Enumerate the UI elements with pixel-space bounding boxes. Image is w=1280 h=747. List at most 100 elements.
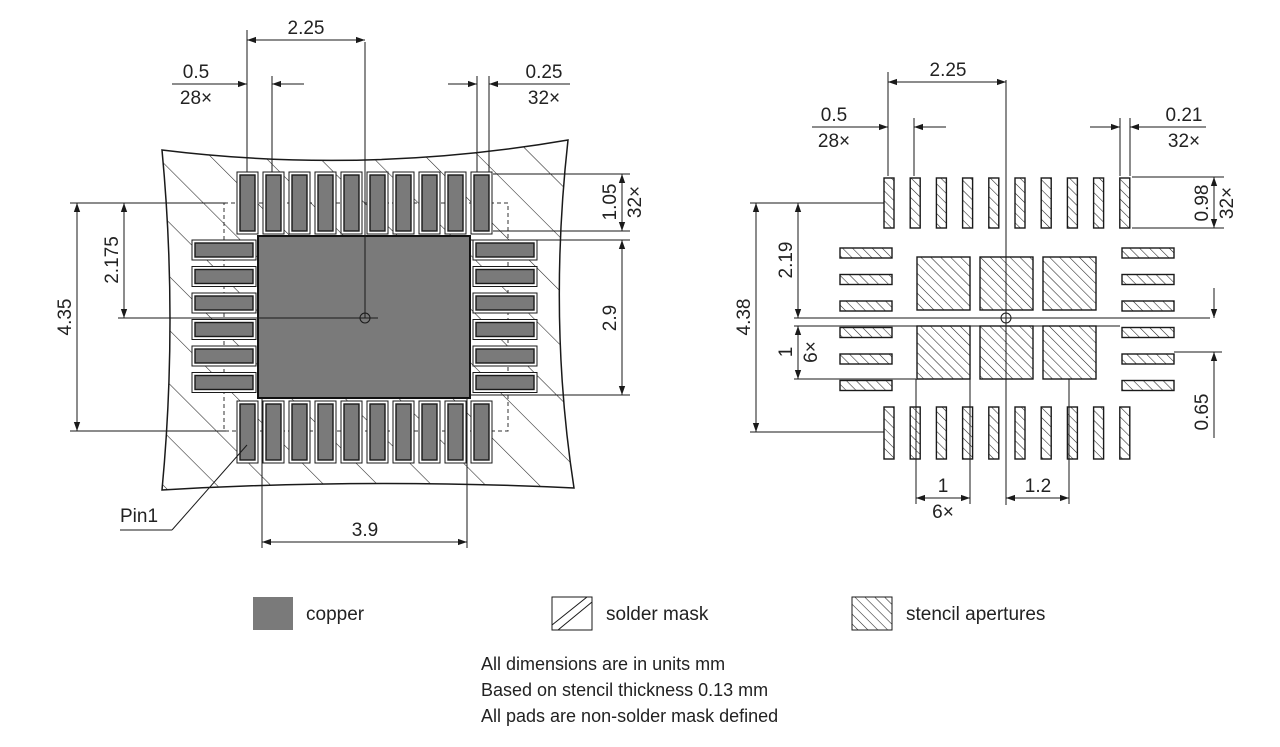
exposed-pad-aperture (916, 325, 971, 380)
dim-left-half-height: 2.175 (102, 236, 123, 284)
pad (343, 403, 360, 461)
pad (475, 348, 535, 364)
exposed-pad (257, 235, 471, 399)
stencil-aperture (839, 300, 893, 312)
exposed-pad-aperture (1042, 325, 1097, 380)
stencil-aperture (1121, 353, 1175, 365)
stencil-aperture (1119, 406, 1131, 460)
center-mark (359, 312, 371, 324)
stencil-aperture (883, 177, 895, 229)
stencil-aperture (988, 406, 1000, 460)
stencil-aperture (1121, 300, 1175, 312)
pad (291, 174, 308, 232)
dim-right-aperture-width-count: 32× (1168, 131, 1200, 152)
stencil-aperture (883, 406, 895, 460)
dim-right-2-25: 2.25 (930, 60, 967, 81)
dim-right-half-height: 2.19 (776, 242, 797, 279)
pad (473, 174, 490, 232)
pad (194, 295, 254, 311)
notes: All dimensions are in units mm Based on … (481, 654, 778, 726)
pad (369, 174, 386, 232)
note-line: Based on stencil thickness 0.13 mm (481, 680, 768, 700)
stencil-aperture (1066, 177, 1079, 229)
dim-right-ep-pitch-h-count: 6× (932, 502, 954, 523)
stencil-aperture (1014, 177, 1026, 229)
stencil-aperture (909, 406, 921, 460)
dim-right-pitch: 0.5 (821, 105, 847, 126)
bottom-aperture-row (883, 406, 1131, 460)
exposed-pad-aperture (916, 256, 971, 311)
stencil-aperture (1040, 177, 1052, 229)
pad (317, 403, 334, 461)
pad (265, 403, 282, 461)
stencil-aperture (839, 247, 893, 259)
left-aperture-column (839, 247, 893, 392)
pad (447, 403, 464, 461)
pad (447, 174, 464, 232)
pad (239, 174, 256, 232)
stencil-aperture (839, 379, 893, 392)
stencil-aperture (1121, 379, 1175, 392)
stencil-aperture (988, 177, 1000, 229)
stencil-aperture (1092, 177, 1105, 229)
pad (475, 321, 535, 338)
stencil-aperture (1121, 273, 1175, 286)
dim-left-pad-length: 1.05 (600, 184, 621, 221)
dim-left-pitch-count: 28× (180, 88, 212, 109)
pad (343, 174, 360, 232)
pad (265, 174, 282, 232)
dim-left-pitch: 0.5 (183, 62, 209, 83)
dim-right-ep-gap: 0.65 (1192, 394, 1213, 431)
pad (369, 403, 386, 461)
top-aperture-row (883, 177, 1131, 229)
dim-right-ep-pitch-h: 1 (938, 476, 949, 497)
dim-right-ep-size: 1.2 (1025, 476, 1051, 497)
dim-right-pitch-count: 28× (818, 131, 850, 152)
stencil-view: 2.25 0.5 28× 0.21 32× 0.98 32× 2.19 4.38… (734, 60, 1238, 523)
pad (194, 268, 254, 285)
dim-left-pad-width-count: 32× (528, 88, 560, 109)
stencil-aperture (839, 273, 893, 286)
stencil-aperture (839, 326, 893, 339)
note-line: All dimensions are in units mm (481, 654, 725, 674)
pad (421, 174, 438, 232)
note-line: All pads are non-solder mask defined (481, 706, 778, 726)
dim-left-pad-height: 2.9 (600, 305, 621, 331)
pad (475, 374, 535, 391)
stencil-aperture (1014, 406, 1026, 460)
pad (317, 174, 334, 232)
pad (475, 295, 535, 311)
stencil-aperture (1119, 177, 1131, 229)
legend-copper-swatch (253, 597, 293, 630)
right-pad-column (472, 239, 538, 393)
right-aperture-column (1121, 247, 1175, 392)
stencil-aperture (1066, 406, 1079, 460)
pad (473, 403, 490, 461)
center-mark-right (1000, 312, 1012, 324)
pad (239, 403, 256, 461)
legend-stencil-swatch (851, 596, 893, 631)
pad (194, 321, 254, 338)
pad (475, 242, 535, 258)
legend-copper-label: copper (306, 604, 365, 625)
dim-left-pad-width: 0.25 (526, 62, 563, 83)
dim-left-total-height: 4.35 (55, 299, 76, 336)
pad (194, 348, 254, 364)
left-pad-column (191, 239, 257, 393)
dim-left-2-25: 2.25 (288, 18, 325, 39)
pad (395, 174, 412, 232)
stencil-aperture (839, 353, 893, 365)
pad (291, 403, 308, 461)
legend-stencil-label: stencil apertures (906, 604, 1045, 625)
pad (421, 403, 438, 461)
dim-left-pad-width-bottom: 3.9 (352, 520, 378, 541)
dim-right-ep-pitch-v: 1 (776, 347, 797, 358)
dim-right-ep-pitch-v-count: 6× (801, 341, 822, 363)
pad (194, 242, 254, 258)
stencil-aperture (1040, 406, 1052, 460)
stencil-aperture (1121, 247, 1175, 259)
stencil-aperture (1121, 326, 1175, 339)
stencil-aperture (961, 406, 974, 460)
package-outline (223, 202, 509, 432)
